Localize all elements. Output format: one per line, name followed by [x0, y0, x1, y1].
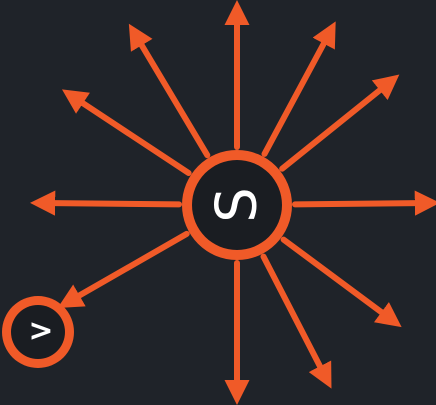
- corner-badge: >: [2, 296, 74, 368]
- corner-badge-core: [11, 305, 65, 359]
- arrow-icon: [260, 253, 332, 389]
- arrow-icon: [128, 23, 211, 159]
- arrow-icon: [279, 74, 400, 172]
- arrow-icon: [292, 190, 436, 216]
- center-badge: S: [182, 150, 292, 260]
- arrow-icon: [280, 236, 402, 328]
- s-letter-icon: S: [205, 187, 270, 223]
- arrow-icon: [61, 89, 192, 176]
- arrow-icon: [57, 230, 190, 308]
- center-badge-core: [192, 160, 282, 250]
- arrow-rays: [30, 0, 436, 405]
- arrow-icon: [261, 21, 336, 157]
- arrow-icon: [30, 190, 182, 216]
- chevron-right-icon: >: [28, 314, 53, 349]
